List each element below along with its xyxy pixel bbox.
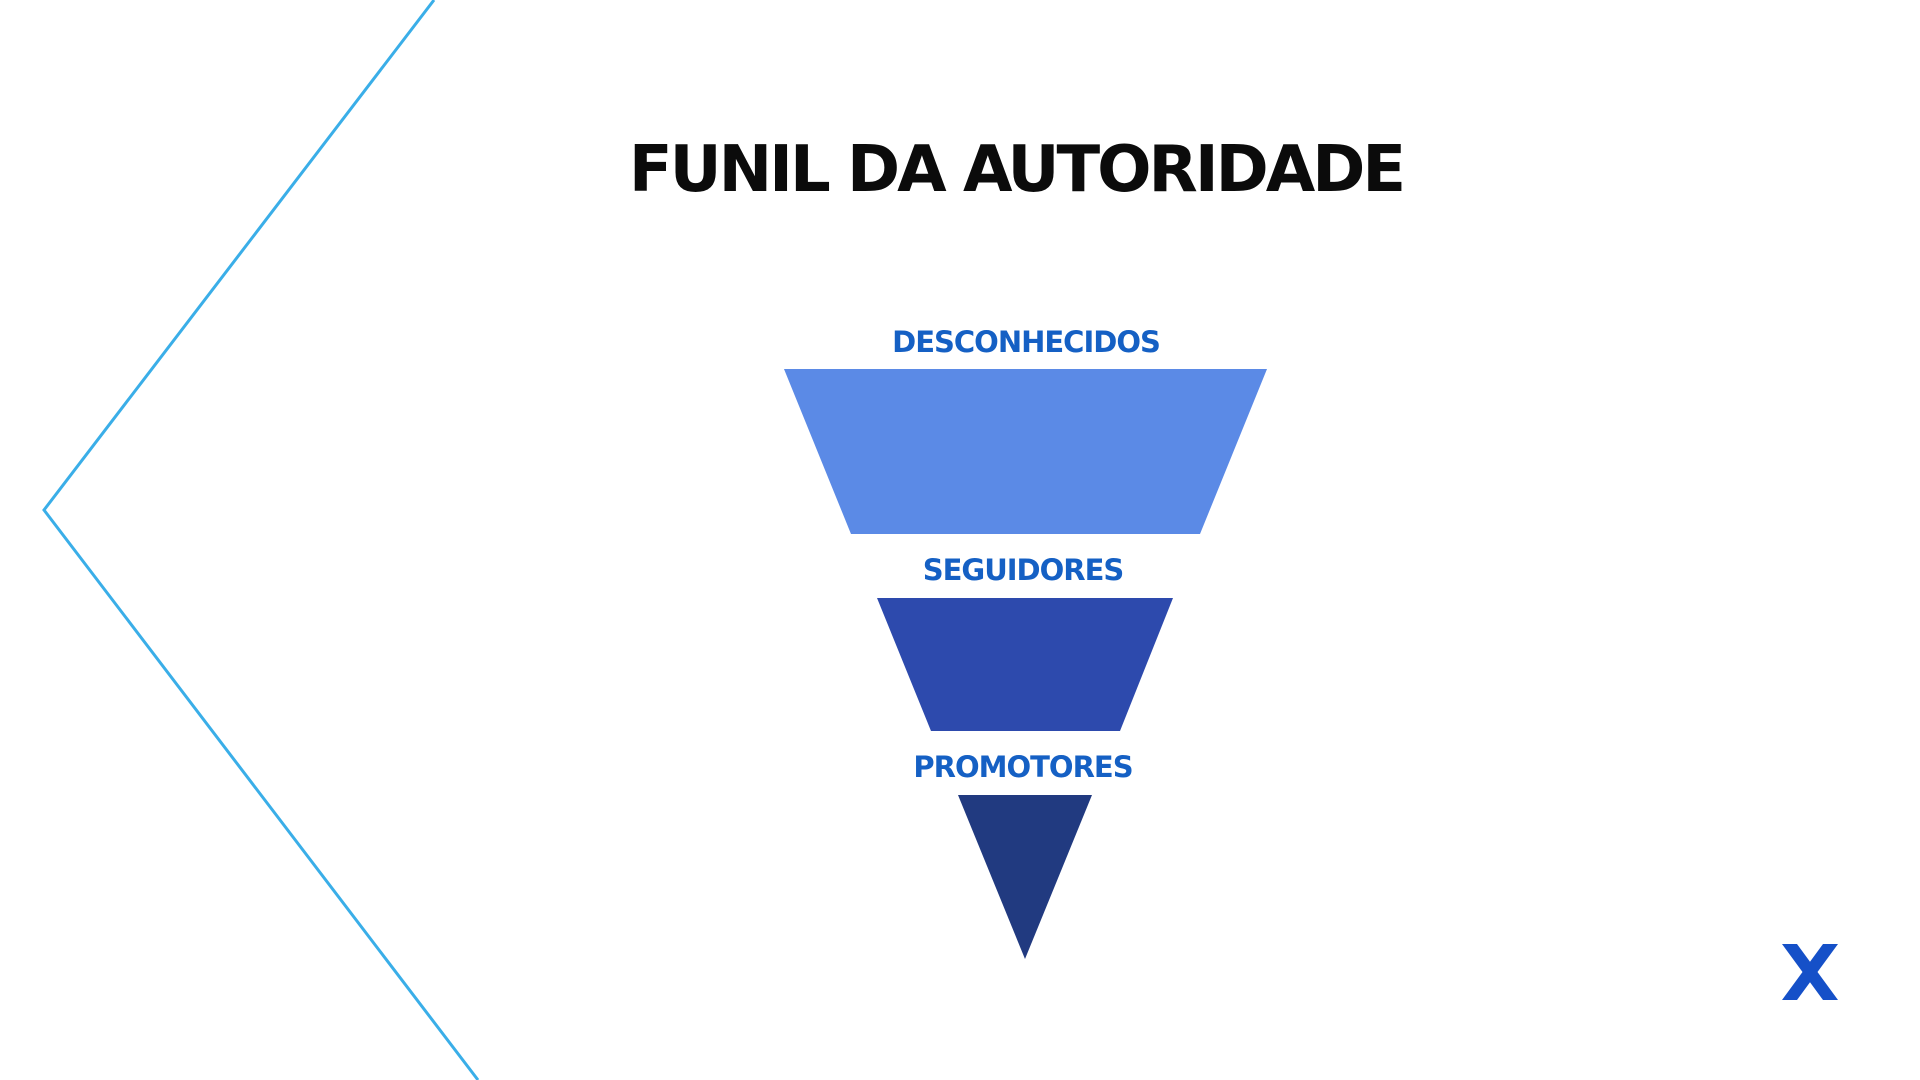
- slide-title: FUNIL DA AUTORIDADE: [628, 133, 1406, 207]
- x-logo-icon: [1782, 944, 1838, 1000]
- funnel-stage-seguidores: [877, 598, 1173, 731]
- stage-label-promotores: PROMOTORES: [913, 750, 1132, 784]
- funnel-stage-promotores: [958, 795, 1092, 959]
- funnel-stage-desconhecidos: [784, 369, 1267, 534]
- stage-label-desconhecidos: DESCONHECIDOS: [892, 325, 1160, 359]
- stage-label-seguidores: SEGUIDORES: [923, 553, 1124, 587]
